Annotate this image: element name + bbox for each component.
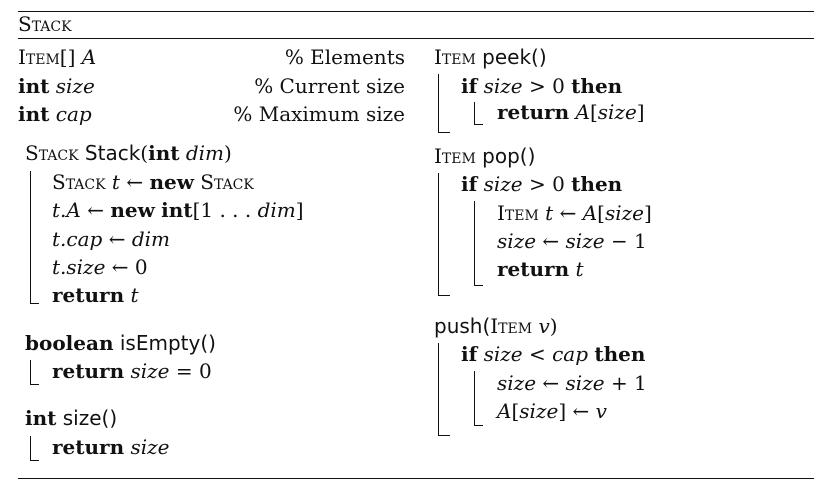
code-line: size ← size + 1 (497, 371, 647, 395)
block-bar (438, 343, 439, 435)
code-line: A[size] ← v (497, 399, 607, 423)
param-type: Item (490, 314, 533, 338)
code-line: return size (52, 435, 170, 459)
code-line: return t (52, 283, 139, 307)
code-line: t.cap ← dim (52, 227, 170, 251)
code-line: return size = 0 (52, 359, 212, 383)
field-comment: % Elements (284, 45, 405, 69)
code-line: return A[size] (497, 100, 645, 124)
code-line: if size > 0 then (461, 74, 623, 98)
param-name: v (538, 314, 550, 338)
title-rule (18, 38, 814, 39)
code-line: t.A ← new int[1 . . . dim] (52, 198, 304, 222)
method-name: Stack (84, 141, 141, 165)
field-comment: % Maximum size (233, 102, 405, 126)
return-type: Item (434, 144, 476, 168)
field-type: int (18, 102, 50, 126)
isempty-signature: boolean isEmpty() (25, 331, 216, 355)
constructor-signature: Stack Stack(int dim) (25, 141, 232, 165)
block-foot (438, 435, 450, 436)
method-name: peek() (482, 45, 547, 69)
return-type: boolean (25, 331, 114, 355)
block-foot (438, 295, 450, 296)
method-name: push( (434, 314, 491, 338)
block-bar (474, 371, 475, 425)
block-bar (438, 173, 439, 295)
peek-signature: Item peek() (434, 45, 547, 69)
return-type: Item (434, 45, 476, 69)
block-bar (474, 201, 475, 285)
push-signature: push(Item v) (434, 314, 558, 338)
block-foot (30, 460, 39, 461)
field-row: int cap (18, 102, 92, 126)
field-row: int size (18, 74, 95, 98)
method-name: pop() (482, 144, 536, 168)
code-line: return t (497, 257, 584, 281)
field-row: Item[] A (18, 45, 96, 69)
code-line: if size > 0 then (461, 172, 623, 196)
field-name: size (55, 74, 95, 98)
pop-signature: Item pop() (434, 144, 535, 168)
method-name: isEmpty() (119, 331, 216, 355)
field-comment: % Current size (254, 74, 405, 98)
field-type: int (18, 74, 50, 98)
bottom-rule (18, 478, 814, 479)
block-foot (474, 124, 483, 125)
param-type: int (148, 141, 180, 165)
size-signature: int size() (25, 406, 117, 430)
code-line: Item t ← A[size] (497, 201, 652, 225)
block-foot (474, 285, 483, 286)
block-foot (474, 425, 483, 426)
block-foot (30, 384, 39, 385)
code-line: if size < cap then (461, 342, 646, 366)
code-line: t.size ← 0 (52, 255, 148, 279)
method-name: size() (62, 406, 118, 430)
code-line: size ← size − 1 (497, 229, 647, 253)
top-rule (18, 11, 814, 12)
block-foot (438, 132, 450, 133)
block-bar (474, 102, 475, 124)
return-type: Stack (25, 141, 79, 165)
block-bar (438, 74, 439, 132)
block-foot (30, 303, 39, 304)
field-type: Item[] (18, 45, 76, 69)
param-name: dim (185, 141, 225, 165)
return-type: int (25, 406, 57, 430)
block-bar (30, 436, 31, 460)
code-line: Stack t ← new Stack (52, 170, 254, 194)
class-title: Stack (18, 12, 72, 36)
field-name: A (81, 45, 97, 69)
block-bar (30, 171, 31, 303)
field-name: cap (55, 102, 92, 126)
block-bar (30, 360, 31, 384)
